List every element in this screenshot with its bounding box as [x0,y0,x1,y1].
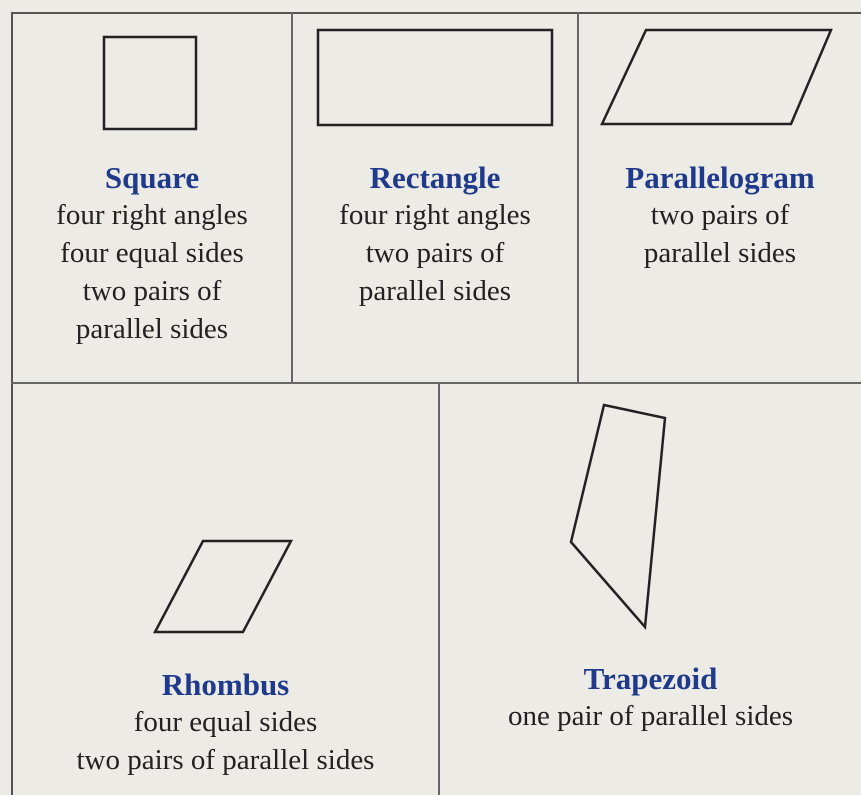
square-prop-1: four right angles [56,199,248,231]
divider-v1 [291,12,293,383]
rhombus-shape [152,539,294,634]
trapezoid-prop-1: one pair of parallel sides [507,700,794,732]
divider-v3 [438,383,440,795]
rhombus-prop-2: two pairs of parallel sides [76,744,375,776]
divider-v2 [577,12,579,383]
trapezoid-shape [569,403,667,631]
rectangle-prop-1: four right angles [339,199,531,231]
rhombus-prop-1: four equal sides [133,706,318,738]
parallelogram-cell: Parallelogram two pairs of parallel side… [579,160,861,272]
trapezoid-title: Trapezoid [583,661,718,696]
square-cell: Square four right angles four equal side… [13,160,291,348]
rectangle-cell: Rectangle four right angles two pairs of… [293,160,577,310]
shape-table [11,12,861,795]
parallelogram-shape [600,28,833,126]
square-prop-3: two pairs of [82,275,222,307]
parallelogram-prop-1: two pairs of [650,199,790,231]
rectangle-prop-3: parallel sides [358,275,512,307]
square-title: Square [104,160,200,195]
rhombus-cell: Rhombus four equal sides two pairs of pa… [13,667,438,779]
square-prop-4: parallel sides [75,313,229,345]
trapezoid-cell: Trapezoid one pair of parallel sides [440,661,861,735]
divider-h1 [11,382,861,384]
square-prop-2: four equal sides [60,237,244,269]
parallelogram-title: Parallelogram [625,160,815,195]
rectangle-shape [316,28,554,127]
parallelogram-prop-2: parallel sides [643,237,797,269]
rectangle-title: Rectangle [369,160,501,195]
rhombus-title: Rhombus [161,667,290,702]
rectangle-prop-2: two pairs of [365,237,505,269]
